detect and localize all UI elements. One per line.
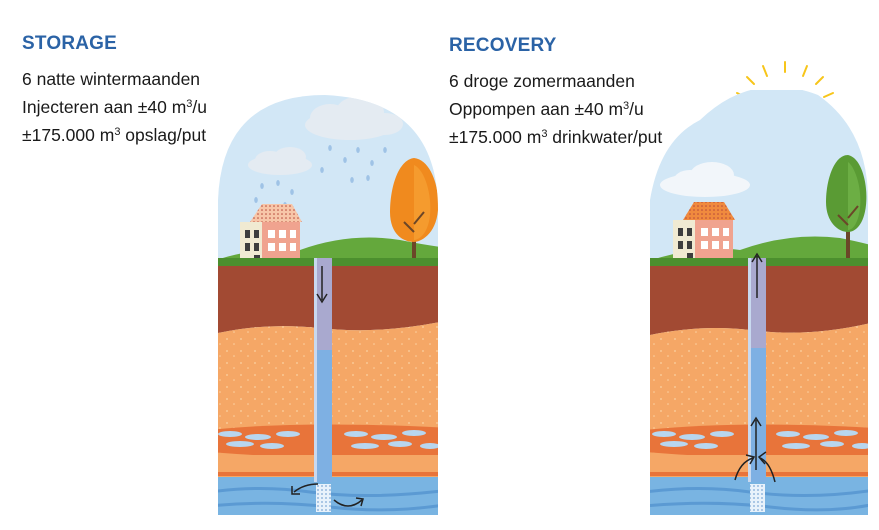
recovery-well xyxy=(748,258,766,512)
storage-volume-unit: opslag/put xyxy=(120,125,207,145)
storage-text-block: STORAGE 6 natte wintermaanden Injecteren… xyxy=(22,33,207,149)
up-arrow-icon xyxy=(734,252,776,483)
recovery-text-block: RECOVERY 6 droge zomermaanden Oppompen a… xyxy=(449,35,662,151)
storage-rate-unit: /u xyxy=(192,97,208,117)
storage-volume: ±175.000 m3 opslag/put xyxy=(22,121,207,149)
storage-season: 6 natte wintermaanden xyxy=(22,69,201,89)
storage-well-screen xyxy=(316,484,331,512)
recovery-rate-sup: 3 xyxy=(623,100,630,112)
rain-cloud-icon xyxy=(248,96,403,208)
recovery-rate-unit: /u xyxy=(629,99,644,119)
recovery-well-screen xyxy=(750,484,765,512)
storage-title: STORAGE xyxy=(22,33,118,54)
recovery-volume-unit: drinkwater/put xyxy=(547,127,663,147)
recovery-title: RECOVERY xyxy=(449,35,557,56)
house-icon xyxy=(240,204,302,264)
recovery-rate-text: Oppompen aan ±40 m xyxy=(449,99,624,119)
summer-tree-icon xyxy=(826,155,867,263)
storage-volume-sup: 3 xyxy=(114,126,121,138)
autumn-tree-icon xyxy=(390,158,438,265)
recovery-volume-sup: 3 xyxy=(541,128,548,140)
storage-rate-text: Injecteren aan ±40 m xyxy=(22,97,187,117)
recovery-stones xyxy=(652,430,868,449)
storage-stones xyxy=(218,430,438,449)
down-arrow-icon xyxy=(316,266,328,304)
house-icon xyxy=(673,202,735,262)
recovery-rate: Oppompen aan ±40 m3/u xyxy=(449,95,662,123)
storage-well xyxy=(314,258,332,512)
storage-volume-text: ±175.000 m xyxy=(22,125,115,145)
storage-rate: Injecteren aan ±40 m3/u xyxy=(22,93,207,121)
storage-panel xyxy=(218,95,438,515)
cloud-icon xyxy=(660,162,750,197)
recovery-season: 6 droge zomermaanden xyxy=(449,71,635,91)
recovery-volume-text: ±175.000 m xyxy=(449,127,542,147)
outflow-arrow-icon xyxy=(291,483,364,507)
recovery-panel xyxy=(650,61,868,516)
storage-rate-sup: 3 xyxy=(186,98,193,110)
recovery-volume: ±175.000 m3 drinkwater/put xyxy=(449,123,662,151)
